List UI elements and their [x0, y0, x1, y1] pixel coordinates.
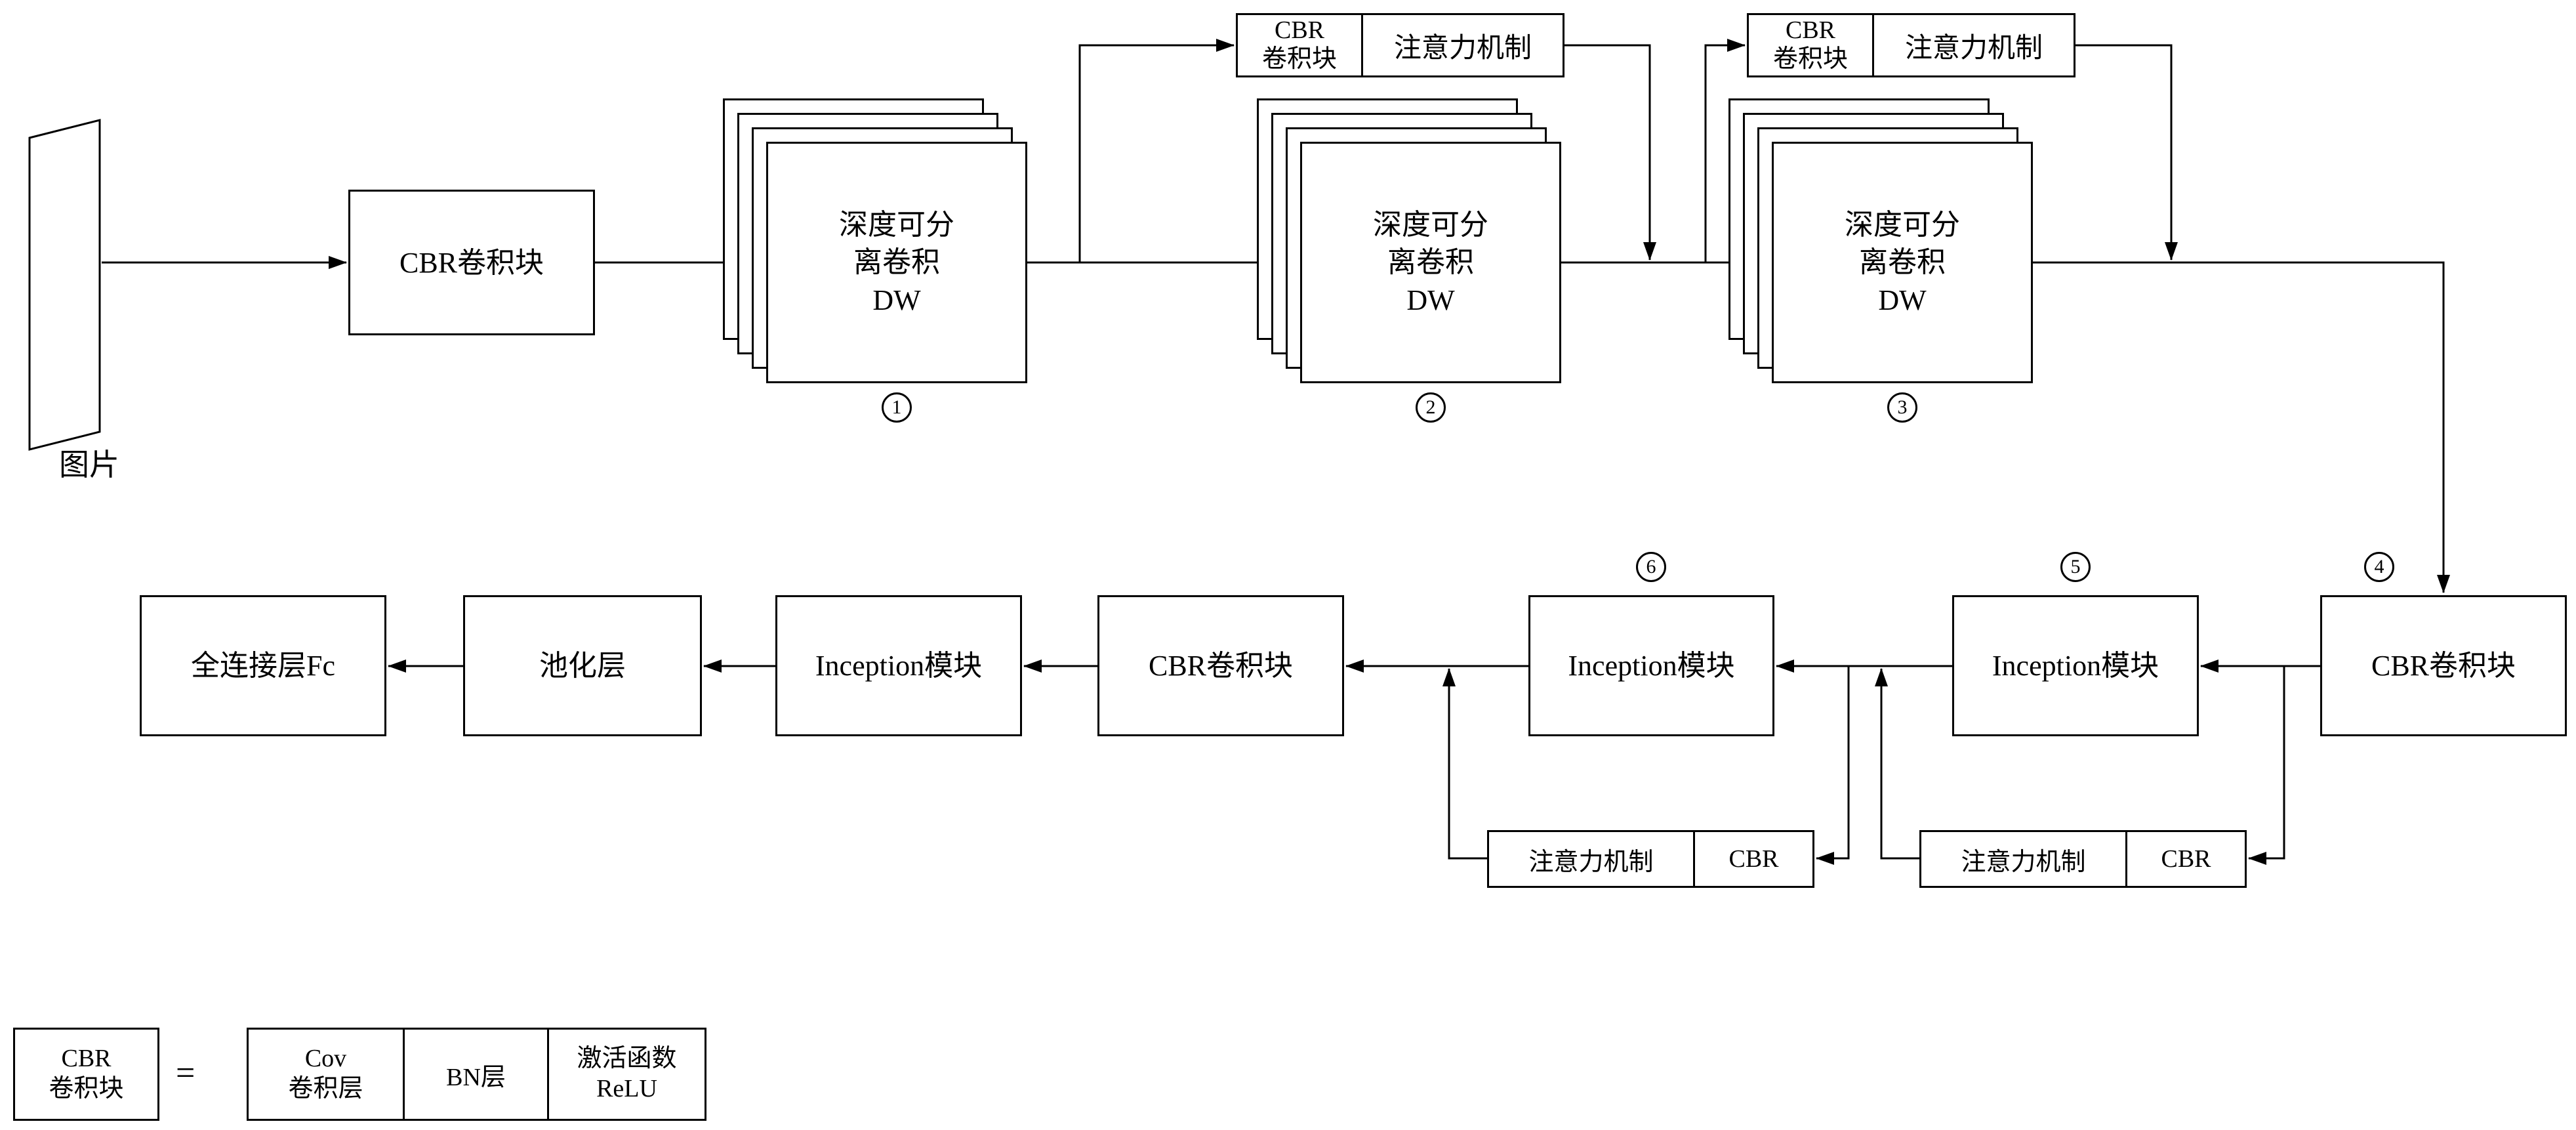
block-cbr-5-label: CBR卷积块	[1148, 650, 1294, 682]
pair-cbr-line1: CBR	[1785, 16, 1836, 45]
block-inception-6-label: Inception模块	[1568, 650, 1735, 682]
legend-bn-label: BN层	[446, 1063, 506, 1091]
dw-block-2: 深度可分 离卷积 DW	[1300, 142, 1561, 383]
legend-cbr-line1: CBR	[61, 1045, 112, 1073]
pair-attention-label: 注意力机制	[1393, 33, 1532, 64]
arrow-branch-to-attention-pair-2	[1704, 39, 1746, 262]
dw-block-1: 深度可分 离卷积 DW	[766, 142, 1027, 383]
legend-relu-line1: 激活函数	[577, 1045, 677, 1073]
block-cbr-5: CBR卷积块	[1097, 595, 1344, 736]
arrow-branch-to-attention-pair-b	[2248, 666, 2285, 865]
legend-relu-line2: ReLU	[596, 1075, 657, 1102]
stage-number-5: 5	[2060, 552, 2091, 582]
block-inception-7: Inception模块	[775, 595, 1022, 736]
stage-number-5-value: 5	[2070, 556, 2081, 577]
dw-block-3: 深度可分 离卷积 DW	[1772, 142, 2033, 383]
dw-label-line2: 离卷积	[1387, 246, 1474, 279]
arrow-attention-pair-b-merge	[1875, 668, 1919, 860]
pair-attention-block: 注意力机制	[1921, 832, 2125, 886]
pair-cbr-line1: CBR	[1274, 16, 1325, 45]
legend-conv-cell: Cov 卷积层	[249, 1030, 403, 1119]
block-cbr-1: CBR卷积块	[348, 190, 595, 335]
input-image-shape	[28, 119, 101, 451]
pair-cbr-block: CBR 卷积块	[1238, 15, 1361, 75]
dw-label-line3: DW	[872, 283, 921, 316]
stage-number-2: 2	[1416, 392, 1446, 423]
block-pooling-label: 池化层	[539, 650, 626, 682]
dw-stack-2: 深度可分 离卷积 DW	[1257, 98, 1561, 383]
block-inception-7-label: Inception模块	[815, 650, 983, 682]
arrow-branch-to-attention-pair-a	[1816, 666, 1850, 865]
stage-number-4-value: 4	[2374, 556, 2384, 577]
pair-attention-block: 注意力机制	[1489, 832, 1693, 886]
dw-label-line1: 深度可分	[839, 209, 954, 241]
attention-pair-top-2: CBR 卷积块 注意力机制	[1747, 13, 2075, 77]
dw-label-line3: DW	[1878, 283, 1927, 316]
legend-conv-line1: Cov	[304, 1045, 347, 1073]
arrow-attention-pair-1-merge	[1564, 44, 1656, 261]
legend-relu-cell: 激活函数 ReLU	[547, 1030, 705, 1119]
block-cbr-1-label: CBR卷积块	[399, 246, 544, 279]
pair-cbr-label: CBR	[2161, 845, 2211, 873]
stage-number-6-value: 6	[1646, 556, 1656, 577]
block-inception-5: Inception模块	[1952, 595, 2199, 736]
block-cbr-4-label: CBR卷积块	[2371, 650, 2516, 682]
legend-bn-cell: BN层	[403, 1030, 547, 1119]
pair-cbr-block: CBR	[1693, 832, 1812, 886]
dw-label-line1: 深度可分	[1845, 209, 1960, 241]
pair-cbr-block: CBR	[2125, 832, 2245, 886]
block-inception-5-label: Inception模块	[1992, 650, 2159, 682]
legend-cbr-box: CBR 卷积块	[13, 1028, 159, 1121]
attention-pair-top-1: CBR 卷积块 注意力机制	[1236, 13, 1564, 77]
dw-label-line3: DW	[1406, 283, 1455, 316]
dw-label-line2: 离卷积	[1859, 246, 1946, 279]
arrow-attention-pair-2-merge	[2075, 44, 2178, 261]
attention-pair-bottom-b: 注意力机制 CBR	[1919, 830, 2247, 888]
stage-number-3-value: 3	[1897, 396, 1908, 418]
arrow-attention-pair-a-merge	[1442, 668, 1487, 860]
legend-cbr-line2: 卷积块	[49, 1075, 124, 1102]
pair-attention-block: 注意力机制	[1872, 15, 2074, 75]
stage-number-1-value: 1	[891, 396, 902, 418]
stage-number-6: 6	[1636, 552, 1666, 582]
attention-pair-bottom-a: 注意力机制 CBR	[1487, 830, 1814, 888]
block-fc: 全连接层Fc	[140, 595, 386, 736]
stage-number-1: 1	[882, 392, 912, 423]
dw-label-line1: 深度可分	[1373, 209, 1488, 241]
stage-number-2-value: 2	[1425, 396, 1436, 418]
dw-label-line2: 离卷积	[853, 246, 940, 279]
pair-attention-label: 注意力机制	[1904, 33, 2043, 64]
dw-stack-1: 深度可分 离卷积 DW	[723, 98, 1027, 383]
block-cbr-4: CBR卷积块	[2320, 595, 2567, 736]
input-image-label: 图片	[59, 448, 119, 482]
block-pooling: 池化层	[463, 595, 702, 736]
block-fc-label: 全连接层Fc	[191, 650, 335, 682]
pair-cbr-line2: 卷积块	[1261, 45, 1337, 73]
pair-cbr-label: CBR	[1728, 845, 1779, 873]
stage-number-4: 4	[2364, 552, 2394, 582]
pair-cbr-line2: 卷积块	[1772, 45, 1848, 73]
legend-equals-sign: =	[176, 1055, 195, 1092]
dw-stack-3: 深度可分 离卷积 DW	[1728, 98, 2033, 383]
legend-conv-line2: 卷积层	[288, 1075, 363, 1102]
pair-cbr-block: CBR 卷积块	[1749, 15, 1872, 75]
arrow-stack3-to-cbr4	[2033, 261, 2450, 593]
pair-attention-label: 注意力机制	[1528, 848, 1654, 876]
stage-number-3: 3	[1887, 392, 1917, 423]
block-inception-6: Inception模块	[1528, 595, 1774, 736]
arrow-branch-to-attention-pair-1	[1078, 39, 1235, 262]
pair-attention-block: 注意力机制	[1361, 15, 1563, 75]
legend-expansion: Cov 卷积层 BN层 激活函数 ReLU	[247, 1028, 706, 1121]
pair-attention-label: 注意力机制	[1961, 848, 2086, 876]
